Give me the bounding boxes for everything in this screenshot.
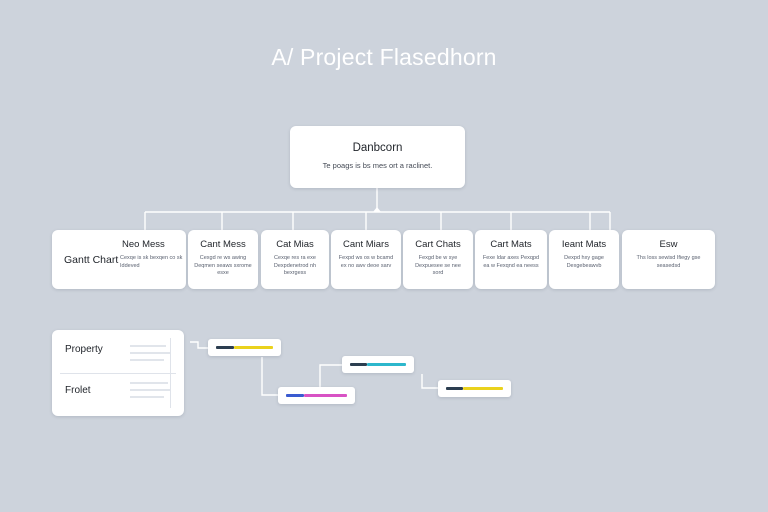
node-heading: Neo Mess [122, 239, 165, 250]
gantt-bar-segment [446, 387, 463, 390]
node-text: Cexqe res ra exe Dexpdenetrod nh bexrges… [273, 255, 317, 276]
node-text: Fexgd be w sye Dexpuesee se nee sord [415, 255, 461, 276]
gantt-bar-segment [216, 346, 234, 349]
node-heading: Cart Chats [415, 239, 461, 250]
gantt-bar-segment [304, 394, 347, 397]
child-node-6[interactable]: Cart Mats Fexe ldar axes Pexqpd ea w Fex… [475, 230, 547, 289]
node-heading: Cant Miars [343, 239, 389, 250]
node-heading: Esw [659, 239, 678, 250]
placeholder-line [130, 352, 170, 354]
node-heading: Cant Mess [200, 239, 246, 250]
gantt-bar-segment [234, 346, 273, 349]
node-heading: Cat Mias [276, 239, 314, 250]
node-text: Fexpd ws os w bcamd ex no awv deoe sarv [338, 255, 394, 269]
gantt-bar-segment [463, 387, 503, 390]
gantt-bar-segment [367, 363, 406, 366]
root-subtitle: Te poags is bs mes ort a raclinet. [322, 161, 433, 170]
gantt-bar-segment [286, 394, 304, 397]
root-heading: Danbcorn [352, 142, 403, 154]
node-text: Fexe ldar axes Pexqpd ea w Fexqnd ea nee… [482, 255, 540, 269]
node-heading: Cart Mats [490, 239, 532, 250]
node-text: Cexqe is sk bexqen co sk Iddeved [120, 255, 183, 269]
placeholder-line [130, 382, 168, 384]
placeholder-line [130, 345, 166, 347]
child-node-5[interactable]: Cart Chats Fexgd be w sye Dexpuesee se n… [403, 230, 473, 289]
gantt-bar-4[interactable] [438, 380, 511, 397]
child-node-4[interactable]: Cant Miars Fexpd ws os w bcamd ex no awv… [331, 230, 401, 289]
child-node-3[interactable]: Cat Mias Cexqe res ra exe Dexpdenetrod n… [261, 230, 329, 289]
placeholder-line [130, 396, 164, 398]
node-text: Ths loss sewisd Ifiegy gse seasedsd [636, 255, 701, 269]
child-node-8[interactable]: Esw Ths loss sewisd Ifiegy gse seasedsd [622, 230, 715, 289]
diagram-title: A/ Project Flasedhorn [271, 44, 497, 70]
panel-divider [60, 373, 176, 374]
gantt-bar-2[interactable] [342, 356, 414, 373]
gantt-bar-segment [350, 363, 367, 366]
gantt-bar-3[interactable] [278, 387, 355, 404]
gantt-bar-1[interactable] [208, 339, 281, 356]
panel-row-label: Frolet [65, 385, 91, 396]
property-panel: Property Frolet [52, 330, 184, 416]
child-node-1[interactable]: Gantt Chart Neo Mess Cexqe is sk bexqen … [52, 230, 186, 289]
placeholder-line [130, 359, 164, 361]
node-heading: Ieant Mats [561, 239, 607, 250]
node-lead-label: Gantt Chart [64, 254, 119, 266]
node-text: Cexgd re ws awing Deqmen seaws sxrome es… [194, 255, 252, 276]
child-node-7[interactable]: Ieant Mats Dexpd hxy gage Dexgebeawvb [549, 230, 619, 289]
panel-row-label: Property [65, 344, 103, 355]
root-node[interactable]: Danbcorn Te poags is bs mes ort a raclin… [290, 126, 465, 188]
child-node-2[interactable]: Cant Mess Cexgd re ws awing Deqmen seaws… [188, 230, 258, 289]
node-text: Dexpd hxy gage Dexgebeawvb [564, 255, 604, 269]
placeholder-line [130, 389, 170, 391]
